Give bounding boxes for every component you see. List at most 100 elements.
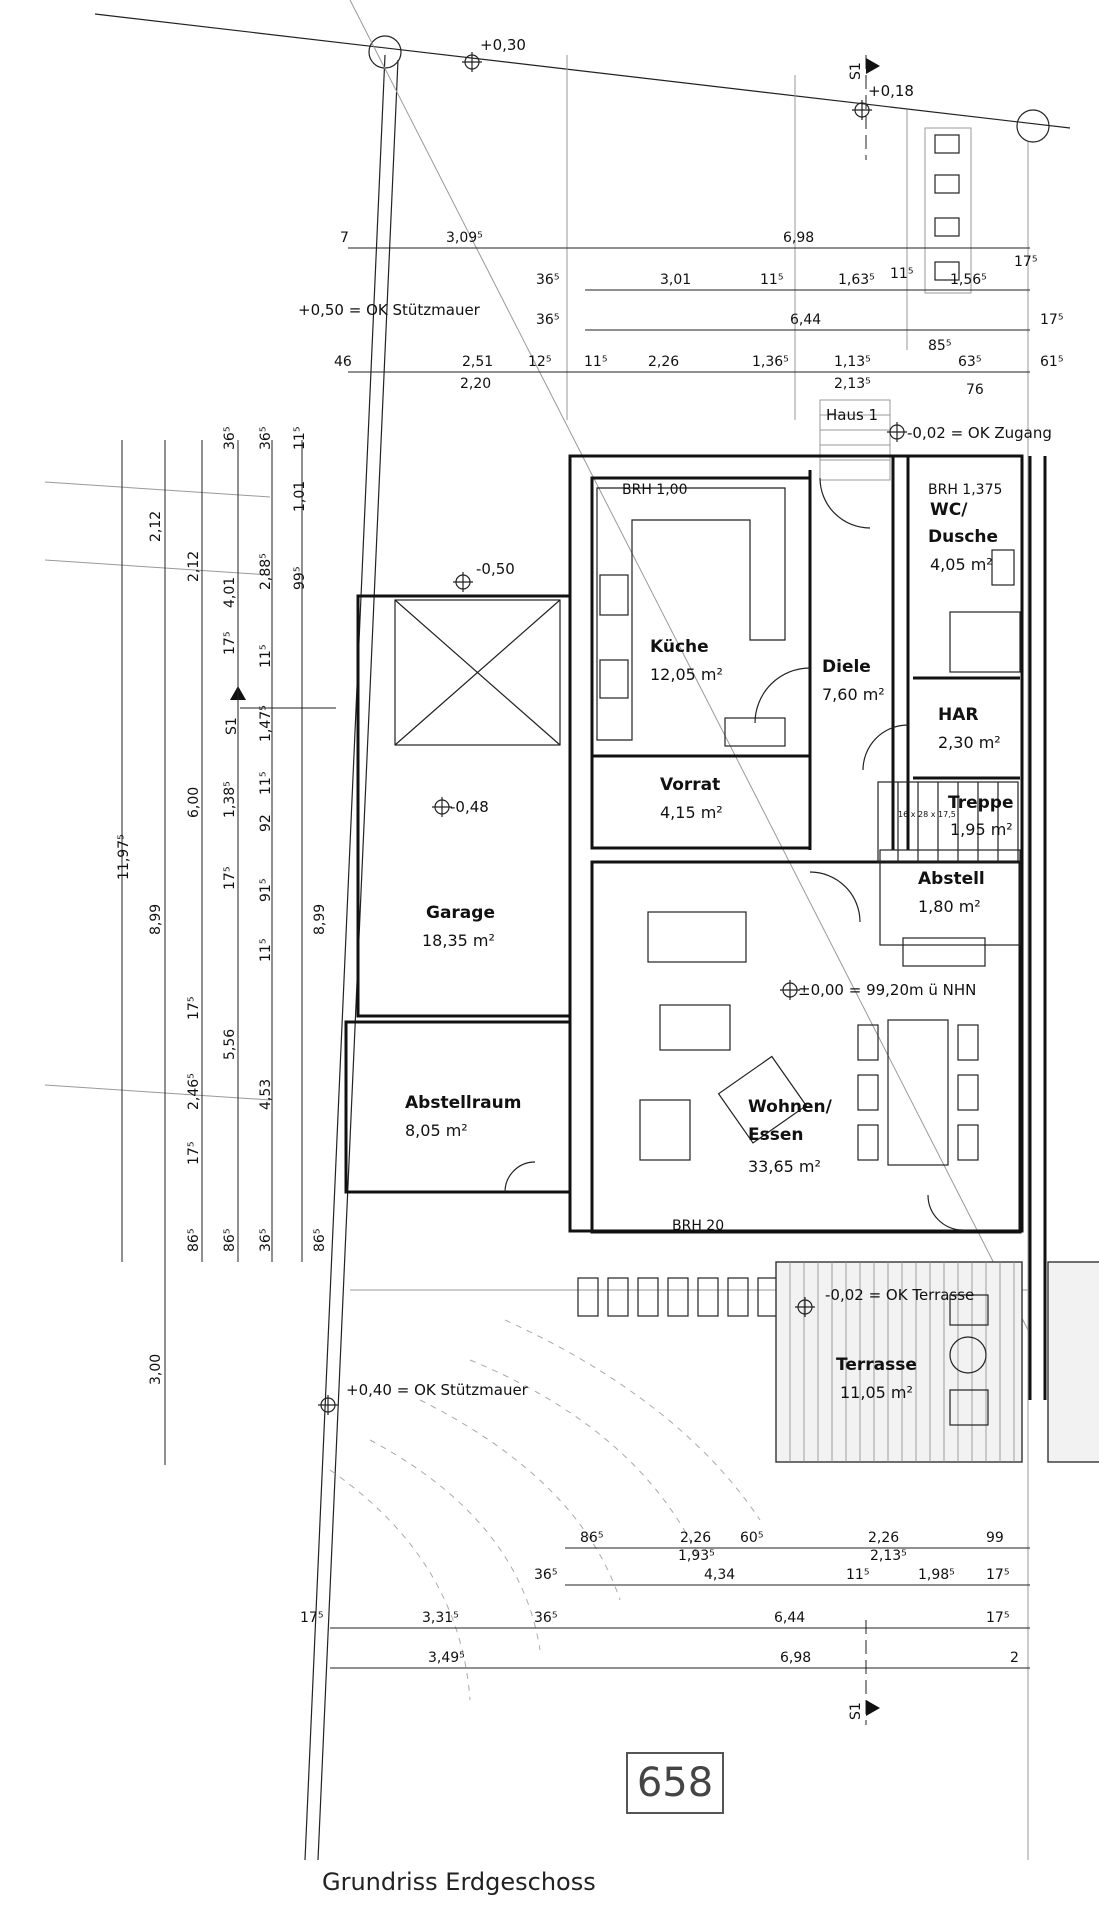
terrace-neighbor — [1047, 1261, 1099, 1463]
svg-text:86⁵: 86⁵ — [222, 1229, 238, 1252]
svg-text:11⁵: 11⁵ — [584, 354, 607, 370]
svg-text:86⁵: 86⁵ — [186, 1229, 202, 1252]
svg-text:3,49⁵: 3,49⁵ — [428, 1650, 465, 1666]
room-terrasse-name: Terrasse — [836, 1355, 917, 1375]
windows-row — [577, 1277, 779, 1317]
svg-text:8,99: 8,99 — [312, 904, 328, 935]
svg-text:8,99: 8,99 — [148, 904, 164, 935]
level-markers — [318, 52, 907, 1415]
svg-text:3,00: 3,00 — [148, 1354, 164, 1385]
doors — [504, 477, 964, 1231]
svg-text:1,63⁵: 1,63⁵ — [838, 272, 875, 288]
wc-shower — [949, 611, 1021, 673]
level-garage-front: -0,50 — [476, 560, 515, 578]
svg-text:2,26: 2,26 — [680, 1530, 711, 1546]
room-abstellraum-area: 8,05 m² — [405, 1121, 468, 1140]
svg-text:11⁵: 11⁵ — [890, 266, 913, 282]
svg-text:17⁵: 17⁵ — [222, 867, 238, 890]
brh-living: BRH 20 — [672, 1218, 724, 1234]
svg-text:3,01: 3,01 — [660, 272, 691, 288]
garage-walls — [344, 594, 572, 1194]
svg-text:6,98: 6,98 — [780, 1650, 811, 1666]
section-arrow-top — [866, 58, 880, 74]
svg-text:6,00: 6,00 — [186, 787, 202, 818]
kitchen-counter — [596, 487, 786, 741]
svg-text:2,51: 2,51 — [462, 354, 493, 370]
svg-text:1,56⁵: 1,56⁵ — [950, 272, 987, 288]
svg-text:17⁵: 17⁵ — [186, 997, 202, 1020]
brh-kitchen: BRH 1,00 — [622, 482, 687, 498]
room-garage: Garage 18,35 m² — [422, 903, 495, 950]
svg-text:17⁵: 17⁵ — [1040, 312, 1063, 328]
svg-text:17⁵: 17⁵ — [222, 632, 238, 655]
svg-text:36⁵: 36⁵ — [534, 1610, 557, 1626]
svg-text:11⁵: 11⁵ — [760, 272, 783, 288]
room-wc: WC/ Dusche 4,05 m² — [928, 500, 998, 574]
svg-text:63⁵: 63⁵ — [958, 354, 981, 370]
svg-text:2,20: 2,20 — [460, 376, 491, 392]
svg-text:91⁵: 91⁵ — [258, 879, 274, 902]
svg-text:1,38⁵: 1,38⁵ — [222, 781, 238, 818]
kitchen-hob — [599, 659, 629, 699]
svg-text:99⁵: 99⁵ — [292, 567, 308, 590]
svg-text:36⁵: 36⁵ — [536, 312, 559, 328]
room-abstellraum: Abstellraum 8,05 m² — [405, 1093, 521, 1140]
section-label-bottom: S1 — [848, 1702, 864, 1720]
room-kitchen: Küche 12,05 m² — [650, 637, 723, 684]
svg-text:4,53: 4,53 — [258, 1079, 274, 1110]
stair-spec: 16 x 28 x 17,5 — [898, 810, 956, 819]
level-entrance: -0,02 = OK Zugang — [907, 424, 1052, 442]
svg-text:2,46⁵: 2,46⁵ — [186, 1073, 202, 1110]
brh-wc: BRH 1,375 — [928, 482, 1002, 498]
svg-text:17⁵: 17⁵ — [986, 1567, 1009, 1583]
property-line-left — [304, 54, 386, 1861]
svg-text:76: 76 — [966, 382, 984, 398]
level-terrace: -0,02 = OK Terrasse — [825, 1286, 974, 1304]
svg-text:11⁵: 11⁵ — [258, 939, 274, 962]
level-wall-top: +0,50 = OK Stützmauer — [298, 301, 481, 319]
dimensions-left: 11,97⁵ 2,12 8,99 3,00 2,12 6,00 86⁵ 17⁵ … — [116, 427, 328, 1465]
svg-text:92: 92 — [258, 814, 274, 832]
section-arrow-bottom — [866, 1700, 880, 1716]
room-vorrat-area: 4,15 m² — [660, 803, 723, 822]
dimensions-bottom: 86⁵ 2,26 60⁵ 2,26 99 1,93⁵ 2,13⁵ 36⁵ 4,3… — [300, 1530, 1030, 1669]
room-terrasse: Terrasse 11,05 m² — [836, 1355, 917, 1402]
room-wohnen-name2: Essen — [748, 1125, 803, 1145]
room-treppe-area: 1,95 m² — [950, 820, 1013, 839]
room-wc-name2: Dusche — [928, 527, 998, 547]
house-label: Haus 1 — [826, 406, 878, 424]
svg-text:36⁵: 36⁵ — [258, 427, 274, 450]
svg-text:1,47⁵: 1,47⁵ — [258, 705, 274, 742]
room-wohnen-area: 33,65 m² — [748, 1157, 821, 1176]
room-kitchen-name: Küche — [650, 637, 709, 657]
svg-text:4,34: 4,34 — [704, 1567, 735, 1583]
svg-text:2: 2 — [1010, 1650, 1019, 1666]
section-label-left: S1 — [224, 717, 240, 735]
room-garage-area: 18,35 m² — [422, 931, 495, 950]
svg-text:2,12: 2,12 — [186, 551, 202, 582]
parking-boxes — [924, 127, 972, 294]
svg-text:6,98: 6,98 — [783, 230, 814, 246]
construction-grid — [44, 0, 1029, 1331]
room-vorrat-name: Vorrat — [660, 775, 720, 795]
room-wohnen-name: Wohnen/ — [748, 1097, 833, 1117]
room-har-name: HAR — [938, 705, 978, 725]
wc-toilet — [991, 549, 1015, 586]
room-treppe-name: Treppe — [948, 793, 1014, 813]
svg-text:1,98⁵: 1,98⁵ — [918, 1567, 955, 1583]
room-vorrat: Vorrat 4,15 m² — [660, 775, 723, 822]
room-treppe: Treppe 1,95 m² — [948, 793, 1014, 839]
svg-text:2,13⁵: 2,13⁵ — [870, 1548, 907, 1564]
svg-text:1,13⁵: 1,13⁵ — [834, 354, 871, 370]
room-har: HAR 2,30 m² — [938, 705, 1001, 752]
room-abstellraum-name: Abstellraum — [405, 1093, 521, 1113]
svg-text:2,13⁵: 2,13⁵ — [834, 376, 871, 392]
level-top: +0,30 — [480, 36, 526, 54]
room-garage-name: Garage — [426, 903, 495, 923]
svg-text:85⁵: 85⁵ — [928, 338, 951, 354]
svg-text:36⁵: 36⁵ — [222, 427, 238, 450]
svg-text:17⁵: 17⁵ — [300, 1610, 323, 1626]
svg-text:11⁵: 11⁵ — [292, 427, 308, 450]
room-wohnen: Wohnen/ Essen 33,65 m² — [748, 1097, 833, 1176]
